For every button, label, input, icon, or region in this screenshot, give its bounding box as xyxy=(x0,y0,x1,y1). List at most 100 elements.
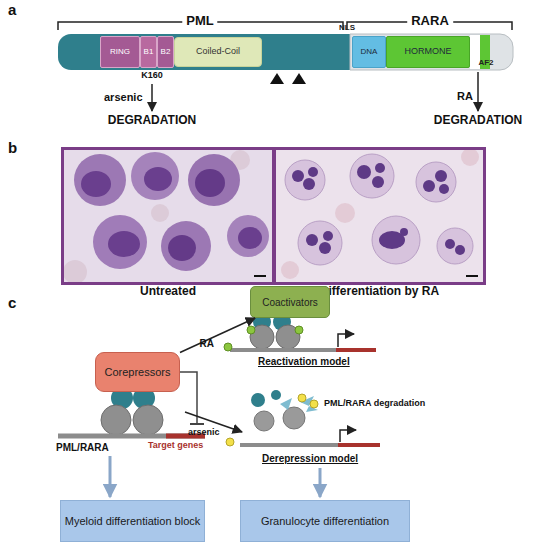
box-text: Corepressors xyxy=(104,366,170,378)
ra-ligand xyxy=(247,326,255,334)
model-label: Reactivation model xyxy=(258,356,350,367)
promyelocyte xyxy=(93,215,147,269)
arsenic-molecule xyxy=(298,394,306,402)
outcome-label: DEGRADATION xyxy=(108,114,196,127)
promyelocyte xyxy=(131,152,179,200)
box-text: DNA xyxy=(361,48,378,57)
promyelocyte xyxy=(74,154,126,206)
red-cell xyxy=(335,203,355,223)
nucleus-lobe xyxy=(435,170,447,182)
nucleus xyxy=(238,227,262,249)
rara-subunit xyxy=(133,405,163,435)
protein-label: PML xyxy=(182,14,217,28)
red-cell xyxy=(63,260,87,284)
nucleus-lobe xyxy=(445,239,455,249)
granulocyte xyxy=(437,228,473,264)
domain-box: B2 xyxy=(157,36,174,68)
box-text: B1 xyxy=(144,48,154,57)
micrograph-background xyxy=(276,149,484,283)
arsenic-molecule xyxy=(226,438,234,446)
box-text: RING xyxy=(110,48,130,57)
domain-box: Coiled-Coil xyxy=(174,37,262,67)
arrow xyxy=(151,84,153,111)
nucleus-lobe xyxy=(372,176,384,188)
nucleus-lobe xyxy=(319,242,331,254)
breakpoint-triangle xyxy=(292,73,306,84)
scale-bar xyxy=(466,275,478,277)
target-gene xyxy=(336,348,376,352)
domain-label: AF2 xyxy=(478,59,493,68)
domain-box: RING xyxy=(100,36,140,68)
nucleus-lobe xyxy=(439,184,449,194)
degraded-fragment xyxy=(283,407,305,429)
edge-label: RA xyxy=(200,338,214,349)
ra-ligand xyxy=(224,343,232,351)
protein-box: Coactivators xyxy=(250,286,330,318)
panel-letter: c xyxy=(8,295,16,312)
micrograph-frame: Differentiation by RA xyxy=(273,147,486,285)
nucleus xyxy=(108,231,140,257)
box-text: Coactivators xyxy=(262,297,318,308)
target-gene xyxy=(338,443,380,447)
box-text: Coiled-Coil xyxy=(196,47,240,57)
nucleus xyxy=(168,235,196,261)
gene-label: Target genes xyxy=(148,441,203,451)
outcome-arrow xyxy=(109,456,112,497)
ra-ligand xyxy=(295,326,303,334)
box-text: Granulocyte differentiation xyxy=(261,515,389,527)
outcome-box: Granulocyte differentiation xyxy=(240,500,410,542)
panel-letter: a xyxy=(8,2,16,19)
transcription-arrow xyxy=(338,334,354,347)
arrow xyxy=(477,72,479,111)
granulocyte xyxy=(298,221,342,265)
residue-label: K160 xyxy=(141,71,163,81)
box-text: HORMONE xyxy=(405,47,452,57)
repression-line xyxy=(180,372,197,424)
dna-line xyxy=(230,348,376,352)
dna-line xyxy=(240,443,380,447)
transcription-arrow xyxy=(340,430,356,442)
red-cell xyxy=(461,148,479,166)
micrograph-background xyxy=(63,149,273,283)
drug-label: arsenic xyxy=(188,428,220,438)
rara-subunit xyxy=(101,405,131,435)
box-text: B2 xyxy=(161,48,171,57)
granulocyte xyxy=(350,154,394,198)
degraded-fragment xyxy=(271,390,281,400)
nucleus-lobe xyxy=(292,170,304,182)
degraded-fragment xyxy=(251,393,265,407)
degraded-fragment xyxy=(254,411,274,431)
arrow-connector xyxy=(180,318,255,352)
granulocyte xyxy=(372,216,420,264)
drug-label: arsenic xyxy=(104,91,143,103)
drug-label: RA xyxy=(457,90,473,102)
red-cell xyxy=(281,261,299,279)
outcome-label: DEGRADATION xyxy=(434,114,522,127)
panel-letter: b xyxy=(8,140,17,157)
breakpoint-triangle xyxy=(270,73,284,84)
outcome-arrow xyxy=(319,468,322,497)
complex-label: PML/RARA xyxy=(56,442,109,453)
model-label: Derepression model xyxy=(262,453,358,464)
granulocyte xyxy=(285,160,325,200)
red-cell xyxy=(151,204,169,222)
domain-box: DNA xyxy=(352,36,386,68)
nucleus-lobe xyxy=(306,234,318,246)
protein-box: Corepressors xyxy=(95,352,180,392)
nucleus-lobe xyxy=(423,180,435,192)
degraded-fragment xyxy=(280,398,292,410)
domain-box: HORMONE xyxy=(386,36,470,68)
dna-line xyxy=(58,434,205,439)
nucleus-lobe xyxy=(308,167,318,177)
nucleus xyxy=(81,171,111,197)
image-caption: Untreated xyxy=(64,285,272,298)
repression-bar xyxy=(190,423,204,425)
nucleus-lobe xyxy=(323,231,333,241)
pml-bar xyxy=(58,34,352,70)
micrograph-frame: Untreated xyxy=(61,147,275,285)
nucleus-lobe xyxy=(303,178,315,190)
protein-label: RARA xyxy=(407,14,453,28)
promyelocyte xyxy=(227,215,269,257)
signal-label: NLS xyxy=(339,24,355,33)
rara-bar xyxy=(350,34,513,70)
